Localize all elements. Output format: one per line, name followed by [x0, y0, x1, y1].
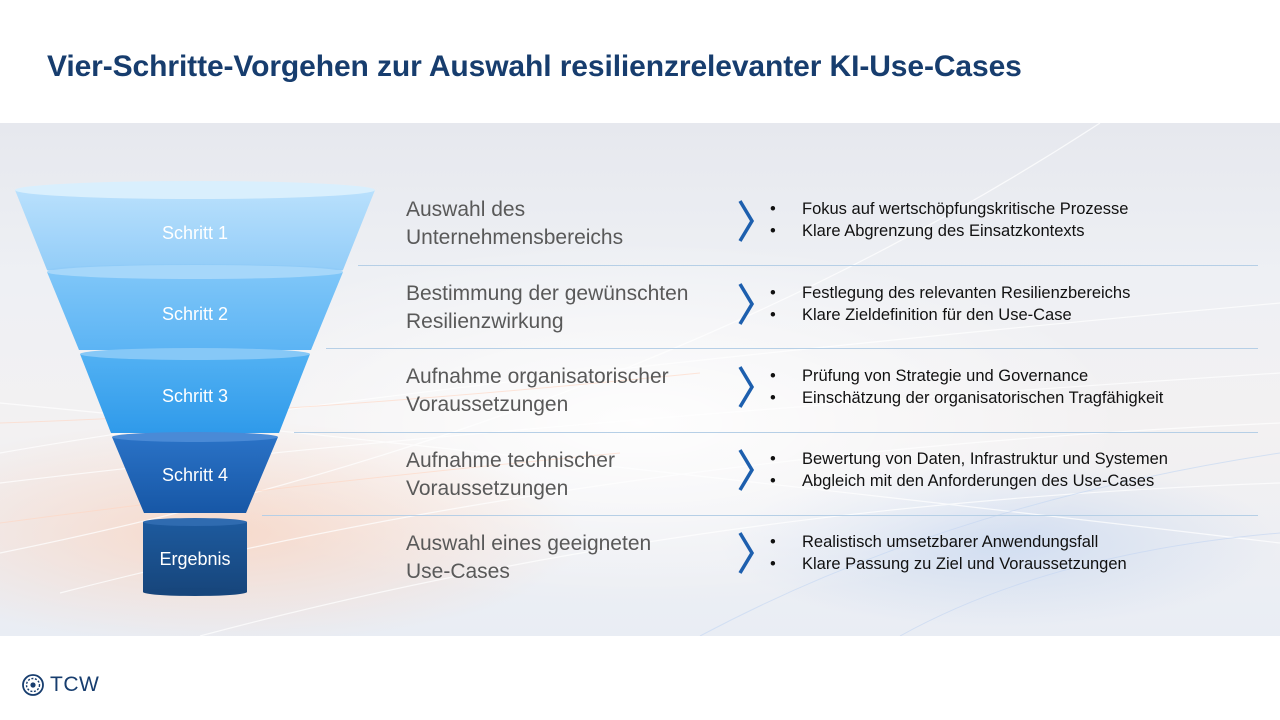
step-3-title: Aufnahme organisatorischer Voraussetzung…	[406, 363, 746, 419]
step-1-title-line2: Unternehmensbereichs	[406, 226, 624, 249]
funnel-label-step-4: Schritt 4	[162, 465, 228, 485]
step-5-bullet-2: Klare Passung zu Ziel und Voraussetzunge…	[770, 553, 1270, 575]
step-2-bullet-2: Klare Zieldefinition für den Use-Case	[770, 304, 1270, 326]
funnel-segment-4	[112, 432, 278, 513]
step-1-bullet-2: Klare Abgrenzung des Einsatzkontexts	[770, 220, 1270, 242]
funnel-label-step-2: Schritt 2	[162, 304, 228, 324]
row-divider-1	[358, 265, 1258, 266]
step-3-title-line1: Aufnahme organisatorischer	[406, 365, 669, 388]
step-5-title-line2: Use-Cases	[406, 560, 510, 583]
chevron-right-icon	[738, 532, 755, 574]
step-2-title-line2: Resilienzwirkung	[406, 310, 564, 333]
step-2-title-line1: Bestimmung der gewünschten	[406, 282, 689, 305]
step-3-bullet-1: Prüfung von Strategie und Governance	[770, 365, 1270, 387]
step-3-bullet-2: Einschätzung der organisatorischen Tragf…	[770, 387, 1270, 409]
step-4-title-line1: Aufnahme technischer	[406, 449, 615, 472]
funnel-result	[143, 518, 247, 596]
step-1-bullets: Fokus auf wertschöpfungskritische Prozes…	[770, 198, 1270, 242]
company-logo: TCW	[22, 673, 99, 697]
chevron-right-icon	[738, 283, 755, 325]
tcw-logo-icon	[22, 674, 44, 696]
step-4-bullets: Bewertung von Daten, Infrastruktur und S…	[770, 448, 1270, 492]
slide-title: Vier-Schritte-Vorgehen zur Auswahl resil…	[47, 50, 1022, 83]
step-4-title-line2: Voraussetzungen	[406, 477, 569, 500]
chevron-right-icon	[738, 366, 755, 408]
step-3-title-line2: Voraussetzungen	[406, 393, 569, 416]
chevron-right-icon	[738, 449, 755, 491]
step-5-title: Auswahl eines geeigneten Use-Cases	[406, 530, 746, 586]
step-1-title: Auswahl des Unternehmensbereichs	[406, 196, 746, 252]
funnel-label-step-1: Schritt 1	[162, 223, 228, 243]
step-5-title-line1: Auswahl eines geeigneten	[406, 532, 652, 555]
funnel-segment-3	[80, 348, 310, 433]
logo-text: TCW	[50, 673, 100, 696]
funnel-graphic: Schritt 1 Schritt 2 Schritt 3 Schritt 4 …	[15, 181, 375, 596]
step-4-title: Aufnahme technischer Voraussetzungen	[406, 447, 746, 503]
chevron-right-icon	[738, 200, 755, 242]
step-5-bullets: Realistisch umsetzbarer Anwendungsfall K…	[770, 531, 1270, 575]
step-1-title-line1: Auswahl des	[406, 198, 526, 221]
step-2-bullet-1: Festlegung des relevanten Resilienzberei…	[770, 282, 1270, 304]
step-4-bullet-2: Abgleich mit den Anforderungen des Use-C…	[770, 470, 1270, 492]
funnel-label-step-3: Schritt 3	[162, 386, 228, 406]
row-divider-3	[294, 432, 1258, 433]
step-2-title: Bestimmung der gewünschten Resilienzwirk…	[406, 280, 746, 336]
step-3-bullets: Prüfung von Strategie und Governance Ein…	[770, 365, 1270, 409]
row-divider-4	[262, 515, 1258, 516]
step-4-bullet-1: Bewertung von Daten, Infrastruktur und S…	[770, 448, 1270, 470]
funnel-label-result: Ergebnis	[159, 549, 230, 569]
funnel-segment-2	[47, 265, 343, 350]
step-5-bullet-1: Realistisch umsetzbarer Anwendungsfall	[770, 531, 1270, 553]
row-divider-2	[326, 348, 1258, 349]
step-2-bullets: Festlegung des relevanten Resilienzberei…	[770, 282, 1270, 326]
step-1-bullet-1: Fokus auf wertschöpfungskritische Prozes…	[770, 198, 1270, 220]
